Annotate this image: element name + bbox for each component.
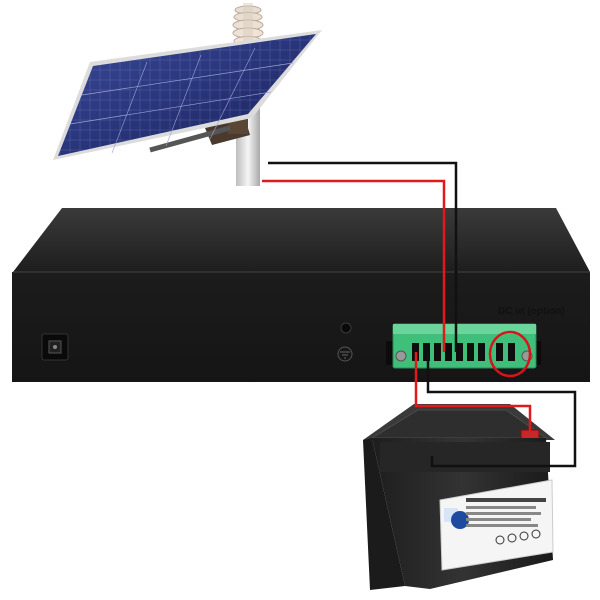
solar-positive-wire [262,179,446,352]
terminal-block-icon [392,323,537,369]
wiring [262,161,577,468]
solar-panel-assembly [53,3,322,186]
dc-out-label: DC ut (option) [498,306,565,317]
ground-symbol-icon [337,346,353,362]
solar-panel-icon [53,30,322,160]
battery-negative-wire [426,352,577,468]
battery-positive-wire [414,352,532,432]
battery-label [439,479,554,571]
solar-negative-wire [268,161,458,352]
reset-hole-icon [340,322,352,334]
chassis-top [13,208,590,272]
network-switch-icon [12,208,590,382]
battery-icon [363,404,555,590]
dc-jack-icon [41,333,69,361]
dc-out-highlight [488,330,532,378]
